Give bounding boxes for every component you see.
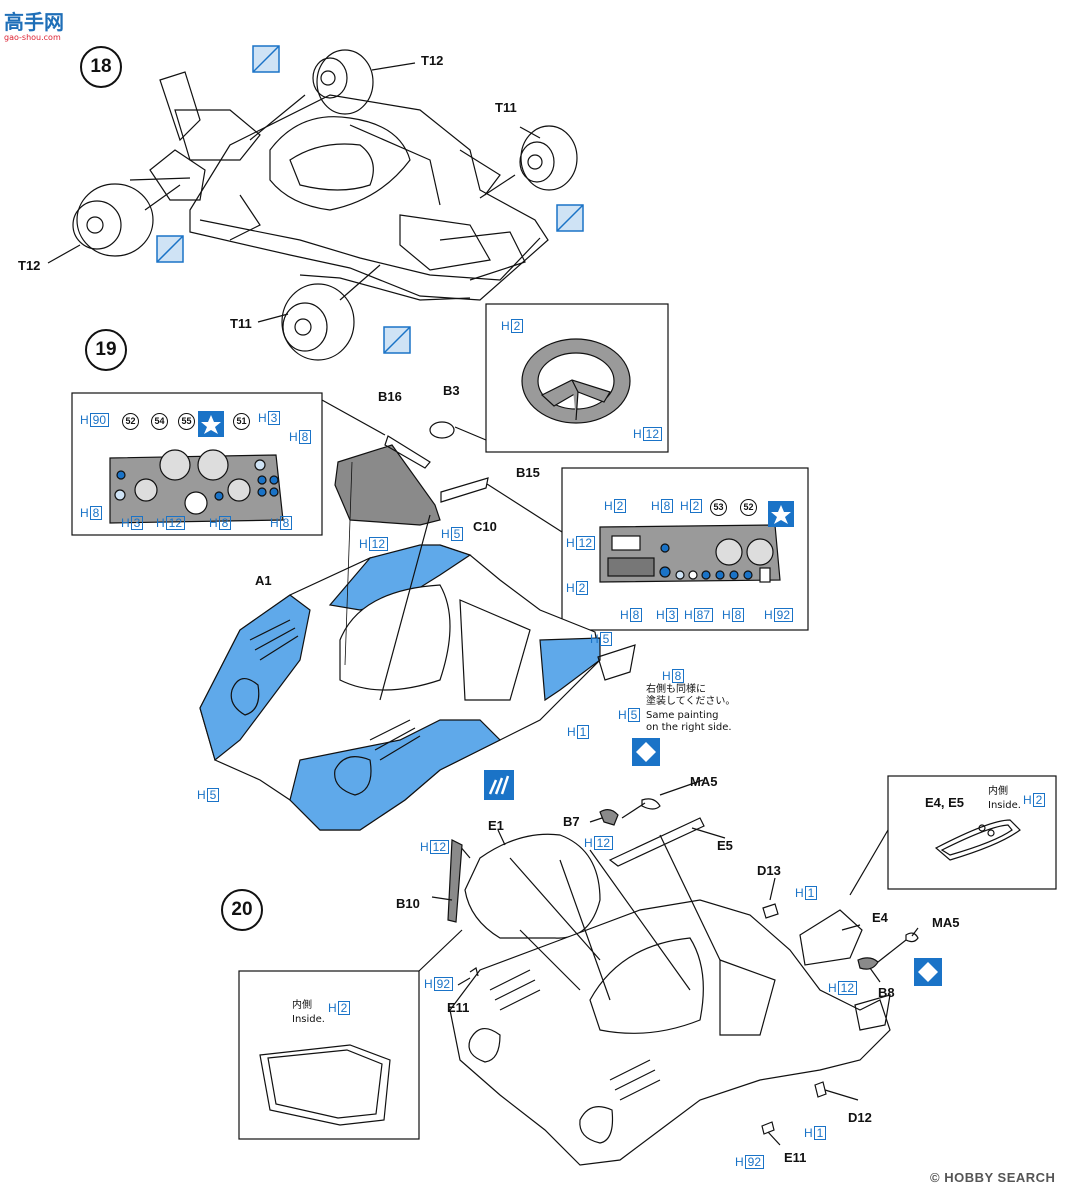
part-label-d13: D13 <box>757 863 781 878</box>
step-number-20: 20 <box>221 889 263 931</box>
part-label-t11-bottom: T11 <box>230 316 252 331</box>
site-watermark: 高手网 gao-shou.com <box>4 6 64 42</box>
part-label-e11-top: E11 <box>447 1000 470 1015</box>
part-label-e5: E5 <box>717 838 733 853</box>
decal-logo-icon <box>484 770 514 800</box>
wheel-panel-frame <box>485 303 669 453</box>
left-dash-panel-frame <box>71 392 323 536</box>
frame-panel-frame <box>238 970 420 1140</box>
part-label-t11-right: T11 <box>495 100 517 115</box>
part-label-ma5-right: MA5 <box>932 915 960 930</box>
part-label-b7: B7 <box>563 814 580 829</box>
part-label-b15: B15 <box>516 465 540 480</box>
window-panel-title: E4, E5 <box>925 795 965 810</box>
inside-jp: 内側 <box>988 786 1008 797</box>
inside-en: Inside. <box>988 800 1021 811</box>
no-glue-icons <box>156 45 584 354</box>
part-label-t12-top: T12 <box>421 53 444 68</box>
part-label-d12: D12 <box>848 1110 872 1125</box>
inside-en: Inside. <box>292 1014 325 1025</box>
site-url: gao-shou.com <box>4 33 61 42</box>
chassis-drawing <box>47 49 578 361</box>
diamond-icons <box>632 738 942 986</box>
part-label-b10: B10 <box>396 896 420 911</box>
decal-number: 55 <box>178 413 195 430</box>
part-label-e11-bottom: E11 <box>784 1150 807 1165</box>
part-label-a1: A1 <box>255 573 272 588</box>
star-decal-icons <box>198 411 794 527</box>
decal-number: 52 <box>740 499 757 516</box>
part-label-ma5-top: MA5 <box>690 774 718 789</box>
part-label-e4: E4 <box>872 910 888 925</box>
decal-number: 52 <box>122 413 139 430</box>
part-label-b3: B3 <box>443 383 460 398</box>
site-name: 高手网 <box>4 10 64 34</box>
right-side-note-en: Same painting on the right side. <box>646 710 732 733</box>
window-panel-frame <box>887 775 1057 890</box>
part-label-b16: B16 <box>378 389 402 404</box>
brand-name: HOBBY SEARCH <box>944 1170 1056 1185</box>
decal-number: 51 <box>233 413 250 430</box>
hobby-search-logo: © HOBBY SEARCH <box>930 1170 1055 1185</box>
part-label-c10: C10 <box>473 519 497 534</box>
decal-number: 53 <box>710 499 727 516</box>
part-label-t12-left: T12 <box>18 258 41 273</box>
step-number-18: 18 <box>80 46 122 88</box>
step-number-19: 19 <box>85 329 127 371</box>
right-side-note-jp: 右側も同様に 塗装してください。 <box>646 684 736 707</box>
right-dash-panel-frame <box>561 467 809 631</box>
copyright-mark: © <box>930 1170 941 1185</box>
part-label-b8: B8 <box>878 985 895 1000</box>
part-label-e1: E1 <box>488 818 504 833</box>
inside-jp: 内側 <box>292 1000 312 1011</box>
decal-number: 54 <box>151 413 168 430</box>
